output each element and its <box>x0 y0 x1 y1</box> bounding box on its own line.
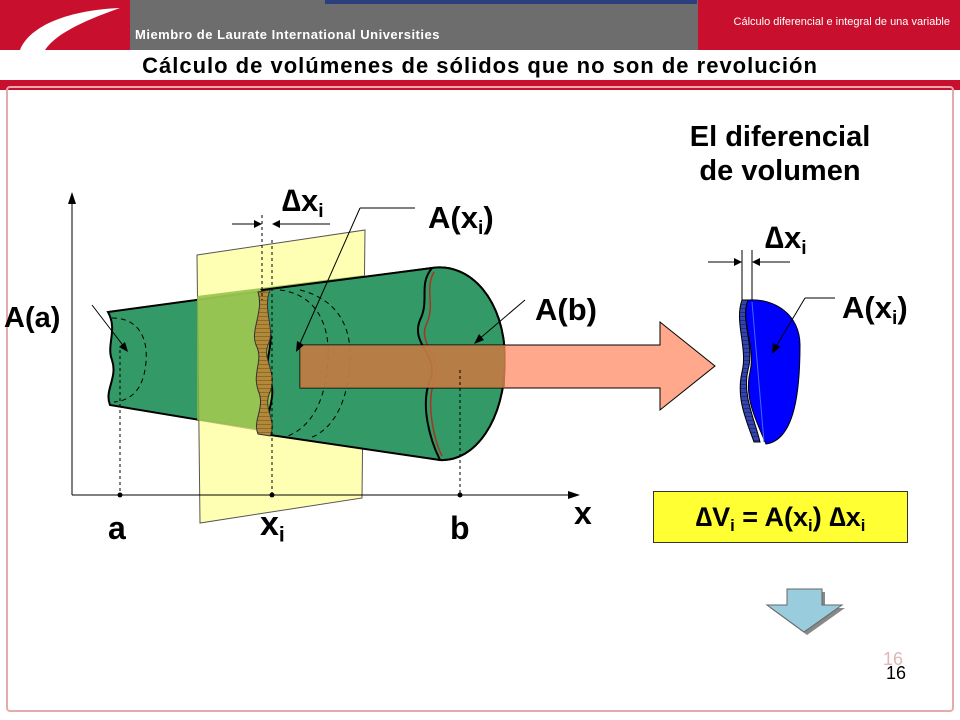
point-xi <box>269 492 275 498</box>
label-delta-xi-right: ∆xi <box>765 220 807 260</box>
logo-swoosh-icon <box>20 8 120 50</box>
diff-title-line1: El diferencial <box>689 121 871 153</box>
sub-i: i <box>318 200 324 222</box>
delta-symbol: ∆ <box>829 502 846 532</box>
page-number: 16 <box>886 663 907 683</box>
left-face-dashed <box>111 317 147 403</box>
sub-i: i <box>730 516 735 536</box>
sub-i: i <box>477 217 484 239</box>
A-open: A( <box>428 200 461 235</box>
blue-slice <box>745 299 801 445</box>
leader-A-a <box>91 304 126 349</box>
x-symbol: x <box>260 505 279 543</box>
label-A-xi-top: A(xi) <box>428 200 494 240</box>
label-x-axis: x <box>574 495 592 531</box>
V-symbol: V <box>712 502 731 532</box>
leader-A-xi-diag <box>297 207 361 349</box>
label-A-xi-right: A(xi) <box>842 290 908 330</box>
dim-right-arrow-right-icon <box>752 258 760 266</box>
diff-title-line2: de volumen <box>699 155 861 187</box>
sub-i: i <box>801 237 807 259</box>
dim-right-arrow-left-icon <box>734 258 742 266</box>
A-open: A( <box>842 290 875 325</box>
label-delta-xi-left: ∆xi <box>282 183 324 223</box>
blue-slice-inner-line <box>751 301 765 443</box>
x-symbol: x <box>300 183 319 218</box>
label-xi: xi <box>260 505 285 547</box>
title-underline-bar <box>0 80 960 90</box>
sub-i: i <box>860 516 866 536</box>
dim-arrow-right-icon <box>272 220 280 228</box>
label-A-b: A(b) <box>535 292 597 327</box>
differential-title: El diferencial de volumen <box>640 120 920 188</box>
label-A-a: A(a) <box>4 302 61 334</box>
slice-hatched <box>254 289 273 437</box>
paren-close: ) <box>897 290 908 325</box>
nav-down-arrow-icon[interactable] <box>765 588 845 635</box>
slide-title: Cálculo de volúmenes de sólidos que no s… <box>142 53 818 78</box>
sub-i: i <box>891 307 898 329</box>
university-logo <box>0 0 130 50</box>
blue-slice-edge <box>738 299 761 443</box>
point-b <box>457 492 463 498</box>
label-b: b <box>450 510 470 546</box>
x-symbol: x <box>874 290 892 325</box>
point-a <box>117 492 123 498</box>
leader-A-a-arrow-icon <box>119 342 128 352</box>
leader-A-xi-arrow-icon <box>296 341 304 352</box>
delta-symbol: ∆ <box>765 220 784 255</box>
course-banner: Cálculo diferencial e integral de una va… <box>698 0 960 50</box>
x-symbol: x <box>460 200 478 235</box>
leader-right-diag <box>773 297 806 351</box>
paren-close: ) <box>483 200 494 235</box>
volume-formula: ∆Vi = A(xi) ∆xi <box>653 491 908 543</box>
delta-symbol: ∆ <box>695 502 713 532</box>
formula-eq: = A(x <box>734 502 809 532</box>
dim-arrow-left-icon <box>254 220 262 228</box>
formula-mid: ) <box>812 502 830 532</box>
plane-dashed-contour <box>299 289 351 439</box>
x-axis-arrow-icon <box>568 491 580 499</box>
member-text: Miembro de Laurate International Univers… <box>135 27 440 42</box>
delta-symbol: ∆ <box>282 183 301 218</box>
leader-A-b-arrow-icon <box>474 334 484 344</box>
x-symbol: x <box>783 220 802 255</box>
leader-A-b <box>477 299 526 341</box>
x-symbol: x <box>845 502 861 532</box>
header-accent-line <box>325 0 697 4</box>
sub-i: i <box>808 516 813 536</box>
course-text: Cálculo diferencial e integral de una va… <box>733 16 950 28</box>
page-number-ghost: 16 <box>883 649 904 669</box>
content-frame <box>6 86 954 712</box>
arrow-overlap <box>300 345 505 388</box>
sub-i: i <box>278 523 285 547</box>
leader-right-arrow-icon <box>772 343 780 354</box>
y-axis-arrow-icon <box>68 192 76 204</box>
label-a: a <box>108 510 126 546</box>
